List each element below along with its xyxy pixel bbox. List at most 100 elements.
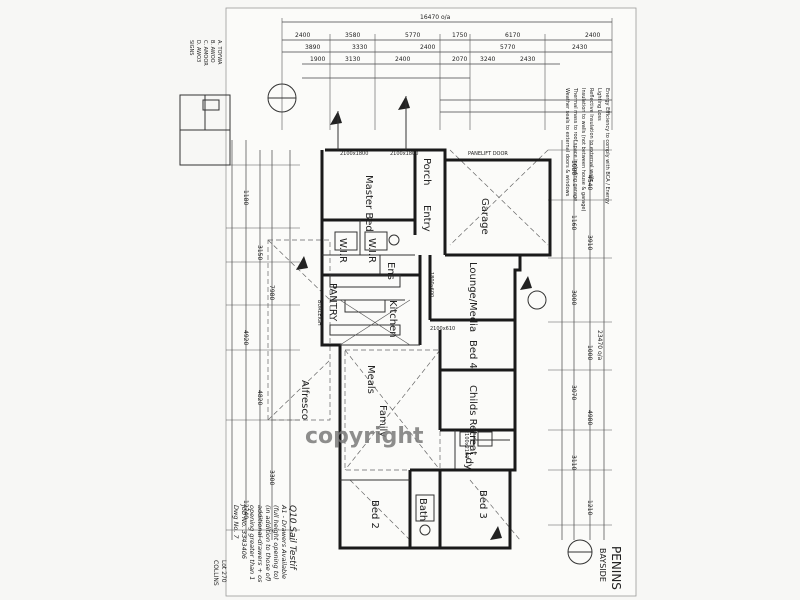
dimension-value: 4980 — [586, 410, 593, 425]
dimension-value: 3110 — [570, 455, 577, 470]
handwritten-line: Q10 Sail Testif — [287, 505, 297, 571]
energy-note-line: Energy Efficiency to comply with BCA / E… — [604, 88, 610, 204]
window-mark: 2100x1800 — [390, 151, 418, 157]
fixtures — [329, 231, 493, 536]
room-label-master-bed: Master Bed — [363, 175, 374, 232]
overall-length-label: 23470 o/a — [596, 330, 603, 361]
dimension-value: 4820 — [256, 390, 263, 405]
room-label-garage: Garage — [479, 198, 490, 235]
dimension-value: 1180 — [242, 190, 249, 205]
room-label-wir: W.I.R — [366, 238, 377, 263]
right-dimension-lines — [548, 140, 612, 540]
energy-note-line: Reflective Insulation to external walls — [588, 88, 594, 182]
legend-line: C. AMOOR — [202, 40, 208, 66]
dimension-value: 2400 — [585, 32, 600, 39]
room-label-bath: Bath — [417, 498, 428, 521]
legend-line: B. AWOO — [209, 40, 215, 63]
window-mark: 2100x1800 — [340, 151, 368, 157]
legend-line: SIGNS — [188, 40, 194, 55]
room-label-ldy: Ldy — [463, 452, 474, 470]
stamp-line-1: PENINS — [609, 546, 623, 590]
energy-note-line: Lighting Loss — [596, 88, 602, 121]
dimension-value: 3240 — [480, 56, 495, 63]
dimension-value: 3890 — [305, 44, 320, 51]
dimension-value: 3910 — [586, 235, 593, 250]
dimension-value: 12740 — [242, 500, 249, 519]
handwritten-line: A1 - Drawers Available — [280, 504, 288, 579]
misc-label: BURLEIGH — [316, 300, 322, 326]
room-label-alfresco: Alfresco — [299, 380, 310, 420]
dimension-value: 1900 — [310, 56, 325, 63]
dimension-value: 5770 — [500, 44, 515, 51]
legend-line: A. TOYWA — [216, 40, 222, 65]
energy-note-line: Weather seals to external doors & window… — [564, 88, 570, 197]
window-mark: 1800x600 — [428, 272, 434, 297]
dimension-value: 3150 — [256, 245, 263, 260]
room-label-bed2: Bed 2 — [369, 500, 380, 529]
legend-line: D. AWO3 — [195, 40, 201, 62]
lot-name: COLLINS — [212, 560, 219, 586]
dimension-value: 1080 — [570, 160, 577, 175]
dimension-value: 1160 — [570, 215, 577, 230]
garage-door-label: PANELIFT DOOR — [468, 151, 508, 157]
lot-label: Lot 270 COLLINS — [212, 560, 227, 586]
dimension-value: 2430 — [520, 56, 535, 63]
top-dims-row2: 3890 3330 2400 5770 2430 — [305, 44, 587, 51]
energy-note-line: Thermal mass to roof space including gar… — [572, 87, 578, 201]
copyright-watermark: copyright — [305, 424, 424, 449]
dimension-value: 1000 — [586, 345, 593, 360]
window-mark: 2100x2100 — [463, 430, 469, 458]
room-label-meals: Meals — [365, 365, 376, 394]
window-mark: 2100x610 — [430, 326, 455, 332]
handwritten-line: Job No. 3343406 — [240, 503, 248, 559]
room-label-entry: Entry — [421, 205, 432, 232]
window-marks: 2100x1800 2100x1800 1800x600 2100x610 2100x2… — [340, 151, 469, 458]
dimension-value: 2400 — [295, 32, 310, 39]
roof-outline — [267, 149, 549, 541]
dimension-value: 3000 — [570, 290, 577, 305]
handwritten-line: (in addition to those of) — [264, 505, 272, 582]
site-key-plan — [179, 94, 231, 166]
room-label-family: Family — [377, 405, 388, 437]
handwritten-line: Dwg No. 7 — [232, 505, 240, 539]
room-label-childs-retreat: Childs Retreat — [467, 385, 478, 455]
dimension-value: 7980 — [268, 285, 275, 300]
room-label-bed3: Bed 3 — [477, 490, 488, 519]
left-dims: 1180 3150 7980 4920 4820 3300 12740 — [242, 190, 275, 519]
room-label-ens: Ens — [385, 262, 396, 280]
dimension-value: 2400 — [395, 56, 410, 63]
dimension-value: 3330 — [352, 44, 367, 51]
dimension-value: 2070 — [452, 56, 467, 63]
title-stamp: PENINS BAYSIDE — [598, 546, 623, 590]
handwritten-line: opening greater than 1 — [248, 505, 256, 580]
dimension-value: 3300 — [268, 470, 275, 485]
room-label-wir: W.I.R — [337, 238, 348, 263]
room-label-porch: Porch — [421, 158, 432, 186]
top-dimension-lines — [281, 18, 613, 130]
stamp-line-2: BAYSIDE — [598, 548, 607, 582]
dimension-value: 1750 — [452, 32, 467, 39]
room-label-lounge-media: Lounge/Media — [467, 262, 478, 332]
handwritten-line: (full height opening to) — [272, 505, 280, 580]
dimension-value: 2430 — [572, 44, 587, 51]
section-markers — [267, 83, 593, 565]
room-label-bed4: Bed 4 — [467, 340, 478, 369]
overall-width-label: 16470 o/a — [420, 14, 451, 21]
dimension-value: 3580 — [345, 32, 360, 39]
room-label-kitchen: Kitchen — [387, 300, 398, 338]
dimension-value: 2400 — [420, 44, 435, 51]
lot-number: Lot 270 — [220, 560, 227, 583]
room-label-pantry: PANTRY — [327, 283, 338, 322]
left-dimension-lines — [226, 140, 300, 540]
dimension-value: 1210 — [586, 500, 593, 515]
dimension-value: 4920 — [242, 330, 249, 345]
dimension-value: 6170 — [505, 32, 520, 39]
